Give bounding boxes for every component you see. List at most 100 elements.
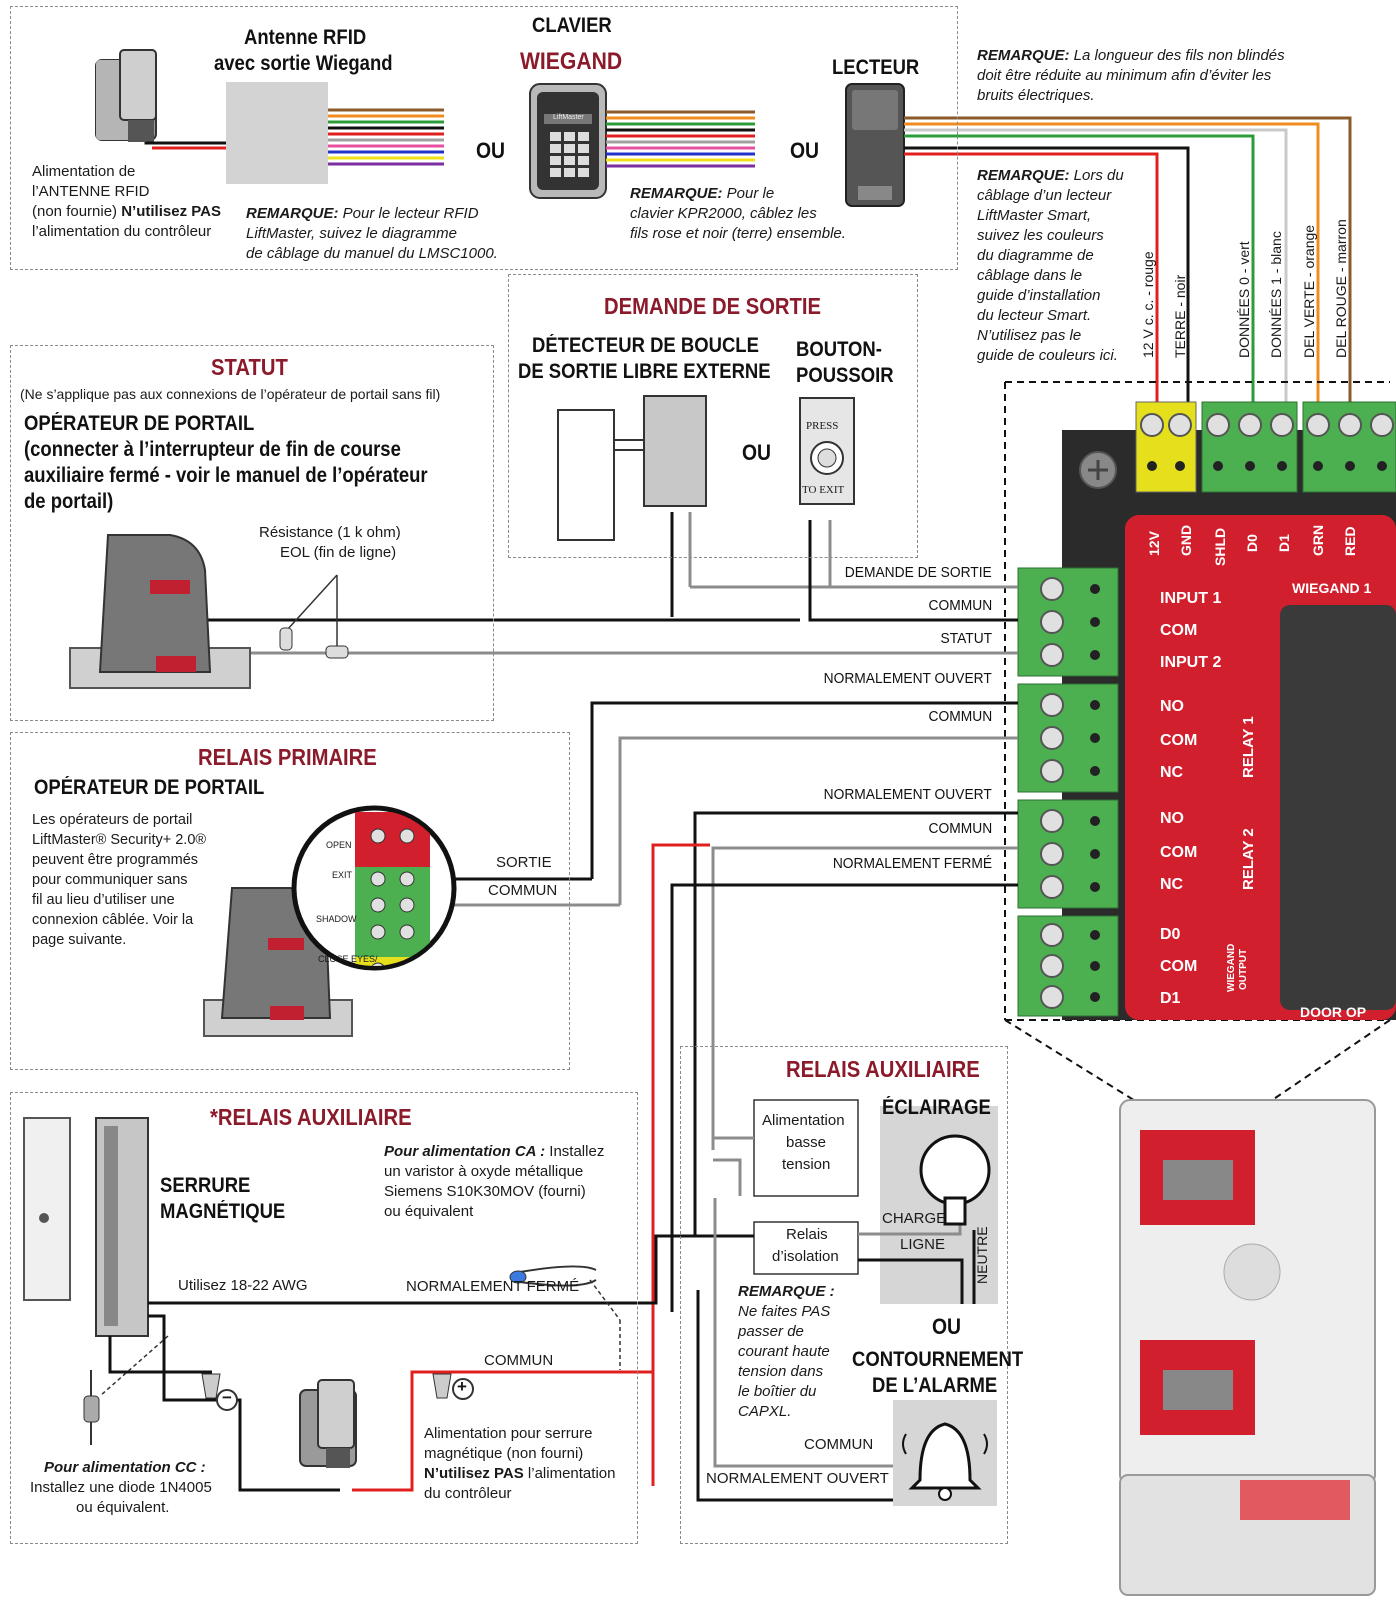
or-label-1: OU — [476, 138, 506, 163]
status-gate-operator-icon — [69, 534, 251, 689]
reader-note2-text1: Lors du — [1069, 167, 1124, 184]
term-label-common-1: COMMUN — [928, 597, 992, 614]
board-door-op: DOOR OP — [1300, 1004, 1367, 1020]
ac-note-line4: ou équivalent — [384, 1203, 474, 1220]
board-wout-d1: D1 — [1160, 990, 1181, 1007]
primary-desc-line2: LiftMaster® Security+ 2.0® — [32, 832, 207, 848]
keypad-title: CLAVIER — [532, 14, 612, 37]
maglock-title-line1: SERRURE — [160, 1174, 251, 1197]
push-button-line1: BOUTON- — [796, 338, 882, 361]
varistor-icon — [509, 1265, 621, 1370]
ac-note-line1: Pour alimentation CA : Installez — [384, 1142, 604, 1161]
board-input-2: INPUT 2 — [1160, 654, 1222, 671]
reader-note2-line2: câblage d’un lecteur — [977, 187, 1112, 204]
ac-note-label: Pour alimentation CA : — [384, 1143, 546, 1160]
reader-note1-label: REMARQUE: — [977, 47, 1070, 64]
loop-detector-icon — [557, 395, 707, 541]
alarm-bypass-line2: DE L’ALARME — [872, 1374, 998, 1397]
status-subtitle: (Ne s’applique pas aux connexions de l’o… — [20, 386, 441, 402]
term-label-no-2: NORMALEMENT OUVERT — [823, 786, 992, 803]
reader-note2-line8: du lecteur Smart. — [977, 307, 1092, 324]
exit-request-panel — [508, 274, 918, 558]
term-label-common-2: COMMUN — [928, 708, 992, 725]
keypad-subtitle: WIEGAND — [520, 48, 623, 75]
rfid-power-line1: Alimentation de — [32, 163, 136, 180]
loop-detector-line1: DÉTECTEUR DE BOUCLE — [532, 334, 759, 357]
aux-right-note-line2: passer de — [738, 1323, 804, 1340]
aux-right-common: COMMUN — [804, 1436, 874, 1453]
keypad-note-line3: fils rose et noir (terre) ensemble. — [630, 225, 846, 242]
status-panel — [10, 345, 494, 721]
rfid-power-line3b: N’utilisez PAS — [121, 203, 221, 220]
status-operator-line1: OPÉRATEUR DE PORTAIL — [24, 412, 255, 435]
keypad-note-line1: REMARQUE: Pour le — [630, 184, 774, 203]
rfid-note-line3: de câblage du manuel du LMSC1000. — [246, 245, 498, 262]
pin-gnd: GND — [1178, 524, 1194, 556]
push-button-line2: POUSSOIR — [796, 364, 894, 387]
aux-right-no: NORMALEMENT OUVERT — [706, 1470, 889, 1487]
ac-note-line2: un varistor à oxyde métallique — [384, 1163, 584, 1180]
reader-note1-line3: bruits électriques. — [977, 87, 1095, 104]
primary-desc-line7: page suivante. — [32, 932, 127, 948]
reader-note2-line6: câblage dans le — [977, 267, 1083, 284]
board-relay1-no: NO — [1160, 698, 1184, 715]
board-relay2-nc: NC — [1160, 876, 1184, 893]
maglock-psu-line4: du contrôleur — [424, 1485, 512, 1502]
pin-d1: D1 — [1276, 534, 1292, 552]
primary-desc-line4: pour communiquer sans — [32, 872, 188, 888]
rfid-note-line1: REMARQUE: Pour le lecteur RFID — [246, 204, 479, 223]
reader-title: LECTEUR — [832, 56, 920, 79]
wire-label-12v: 12 V c. c. - rouge — [1140, 251, 1156, 358]
reader-note2-line9: N’utilisez pas le — [977, 327, 1082, 344]
or-label-2: OU — [790, 138, 820, 163]
aux-right-note-line6: CAPXL. — [738, 1403, 792, 1420]
maglock-psu-line1: Alimentation pour serrure — [424, 1425, 593, 1442]
plus-icon — [452, 1378, 474, 1400]
pin-12v: 12V — [1146, 531, 1162, 556]
rfid-power-line2: l’ANTENNE RFID — [32, 183, 150, 200]
keypad-note-line2: clavier KPR2000, câblez les — [630, 205, 817, 222]
primary-desc-line3: peuvent être programmés — [32, 852, 199, 868]
board-input-com: COM — [1160, 622, 1198, 639]
press-text: PRESS — [806, 420, 839, 432]
dc-note-line1: Installez une diode 1N4005 — [30, 1479, 212, 1496]
primary-relay-title: RELAIS PRIMAIRE — [198, 744, 377, 770]
aux-right-note-line1: Ne faites PAS — [738, 1303, 831, 1320]
term-label-common-3: COMMUN — [928, 820, 992, 837]
board-input-1: INPUT 1 — [1160, 590, 1222, 607]
lv-psu-line2: basse — [786, 1134, 827, 1151]
minus-sign: − — [222, 1388, 232, 1407]
aux-right-note-line3: courant haute — [738, 1343, 830, 1360]
aux-left-common: COMMUN — [484, 1352, 554, 1369]
aux-relay-right-panel — [680, 1046, 1008, 1544]
wire-label-commun-primary: COMMUN — [488, 882, 558, 899]
or-label-3: OU — [742, 440, 772, 465]
rfid-power-supply-icon — [95, 49, 157, 142]
term-label-status: STATUT — [940, 630, 992, 647]
board-relay1-com: COM — [1160, 732, 1198, 749]
dc-note-line2: ou équivalent. — [76, 1499, 170, 1516]
lv-psu-line1: Alimentation — [762, 1112, 845, 1129]
board-relay2-label: RELAY 2 — [1240, 828, 1257, 890]
keypad-brand: LiftMaster — [553, 114, 584, 121]
maglock-psu-line3b: l’alimentation — [523, 1465, 616, 1482]
aux-right-title: RELAIS AUXILIAIRE — [786, 1056, 980, 1082]
aux-left-title: *RELAIS AUXILIAIRE — [210, 1104, 412, 1130]
wire-label-sortie: SORTIE — [496, 854, 552, 871]
wire-label-red-led: DEL ROUGE - marron — [1333, 219, 1349, 358]
status-title: STATUT — [211, 354, 288, 380]
rfid-title-line2: avec sortie Wiegand — [214, 52, 393, 75]
term-label-nc: NORMALEMENT FERMÉ — [832, 855, 992, 872]
aux-relay-left-panel — [10, 1092, 638, 1544]
board-relay2-com: COM — [1160, 844, 1198, 861]
maglock-psu-line2: magnétique (non fourni) — [424, 1445, 584, 1462]
neutre-label: NEUTRE — [974, 1226, 990, 1284]
aux-right-note-line4: tension dans — [738, 1363, 824, 1380]
reader-note2-line10: guide de couleurs ici. — [977, 347, 1118, 364]
rfid-power-line4: l’alimentation du contrôleur — [32, 223, 212, 240]
loop-detector-line2: DE SORTIE LIBRE EXTERNE — [518, 360, 771, 383]
wire-label-ground: TERRE - noir — [1172, 274, 1188, 358]
reader-options-panel — [10, 6, 958, 270]
board-wout-line1: WIEGAND — [1226, 943, 1237, 992]
